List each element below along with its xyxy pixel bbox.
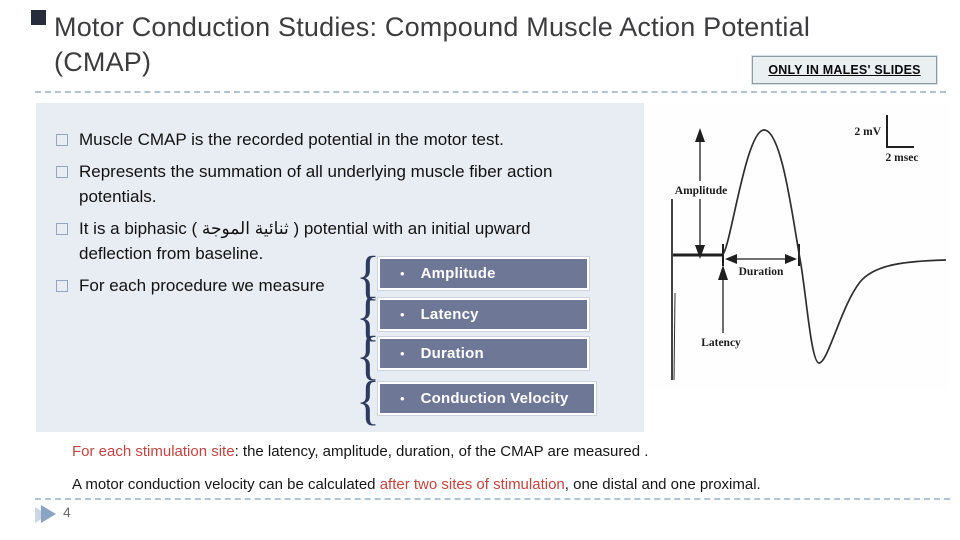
- cmap-waveform-svg: Amplitude Duration Latency 2 mV 2 msec: [671, 115, 947, 381]
- footer-note-1-rest: : the latency, amplitude, duration, of t…: [234, 443, 649, 460]
- cmap-curve: [722, 129, 947, 364]
- footer-note-2: A motor conduction velocity can be calcu…: [72, 476, 761, 493]
- cmap-waveform-diagram: Amplitude Duration Latency 2 mV 2 msec: [647, 103, 948, 390]
- bullet-text: For each procedure we measure: [79, 276, 325, 295]
- measure-box-label: Duration: [420, 345, 484, 362]
- scale-horizontal-label: 2 msec: [886, 152, 919, 164]
- bullet-item-4: For each procedure we measure: [56, 273, 576, 298]
- square-bullet-icon: [56, 280, 68, 292]
- bullet-text: Muscle CMAP is the recorded potential in…: [79, 130, 504, 149]
- measure-box-amplitude: • Amplitude: [377, 256, 590, 291]
- bullet-item-2: Represents the summation of all underlyi…: [56, 159, 576, 209]
- title-divider: [35, 91, 946, 93]
- square-bullet-icon: [56, 223, 68, 235]
- arrowhead-up-icon: [718, 265, 728, 280]
- scale-bar: [886, 115, 914, 148]
- arrowhead-down-icon: [695, 245, 705, 259]
- bullet-item-1: Muscle CMAP is the recorded potential in…: [56, 127, 576, 152]
- footer-note-1: For each stimulation site: the latency, …: [72, 443, 648, 460]
- bullet-item-3: It is a biphasic ( ثنائية الموجة ) poten…: [56, 216, 576, 266]
- square-bullet-icon: [56, 134, 68, 146]
- brace-icon: {: [356, 369, 380, 431]
- page-number: 4: [63, 504, 71, 520]
- arrowhead-up-icon: [695, 128, 705, 142]
- bullet-list: Muscle CMAP is the recorded potential in…: [56, 127, 576, 305]
- footer-note-2-pre: A motor conduction velocity can be calcu…: [72, 476, 380, 493]
- footer-divider: [35, 498, 950, 500]
- footer-note-1-highlight: For each stimulation site: [72, 443, 235, 460]
- amplitude-label: Amplitude: [675, 185, 727, 197]
- duration-label: Duration: [739, 266, 784, 278]
- measure-box-label: Amplitude: [420, 265, 496, 282]
- brace-icon: {: [356, 285, 380, 347]
- dot-bullet-icon: •: [400, 391, 405, 406]
- arrowhead-left-icon: [725, 254, 737, 264]
- dot-bullet-icon: •: [400, 346, 405, 361]
- scale-vertical-label: 2 mV: [854, 126, 881, 138]
- latency-label: Latency: [701, 337, 741, 349]
- dot-bullet-icon: •: [400, 266, 405, 281]
- bullet-text: It is a biphasic ( ثنائية الموجة ) poten…: [79, 219, 531, 263]
- square-bullet-icon: [56, 166, 68, 178]
- brace-icon: {: [356, 244, 380, 306]
- measure-box-label: Latency: [420, 306, 479, 323]
- title-corner-marker: [31, 10, 46, 25]
- measure-box-conduction-velocity: • Conduction Velocity: [377, 381, 597, 416]
- arrowhead-right-icon: [785, 254, 797, 264]
- bullet-text: Represents the summation of all underlyi…: [79, 162, 553, 206]
- measure-box-label: Conduction Velocity: [420, 390, 569, 407]
- measure-box-duration: • Duration: [377, 336, 590, 371]
- brace-icon: {: [356, 324, 380, 386]
- stimulus-artifact-line2: [673, 292, 676, 381]
- dot-bullet-icon: •: [400, 307, 405, 322]
- footer-note-2-post: , one distal and one proximal.: [564, 476, 761, 493]
- males-slides-badge: ONLY IN MALES' SLIDES: [751, 55, 938, 85]
- footer-note-2-highlight: after two sites of stimulation: [379, 476, 565, 493]
- page-nav-arrow-icon[interactable]: [41, 505, 56, 523]
- page-title: Motor Conduction Studies: Compound Muscl…: [54, 12, 811, 77]
- measure-box-latency: • Latency: [377, 297, 590, 332]
